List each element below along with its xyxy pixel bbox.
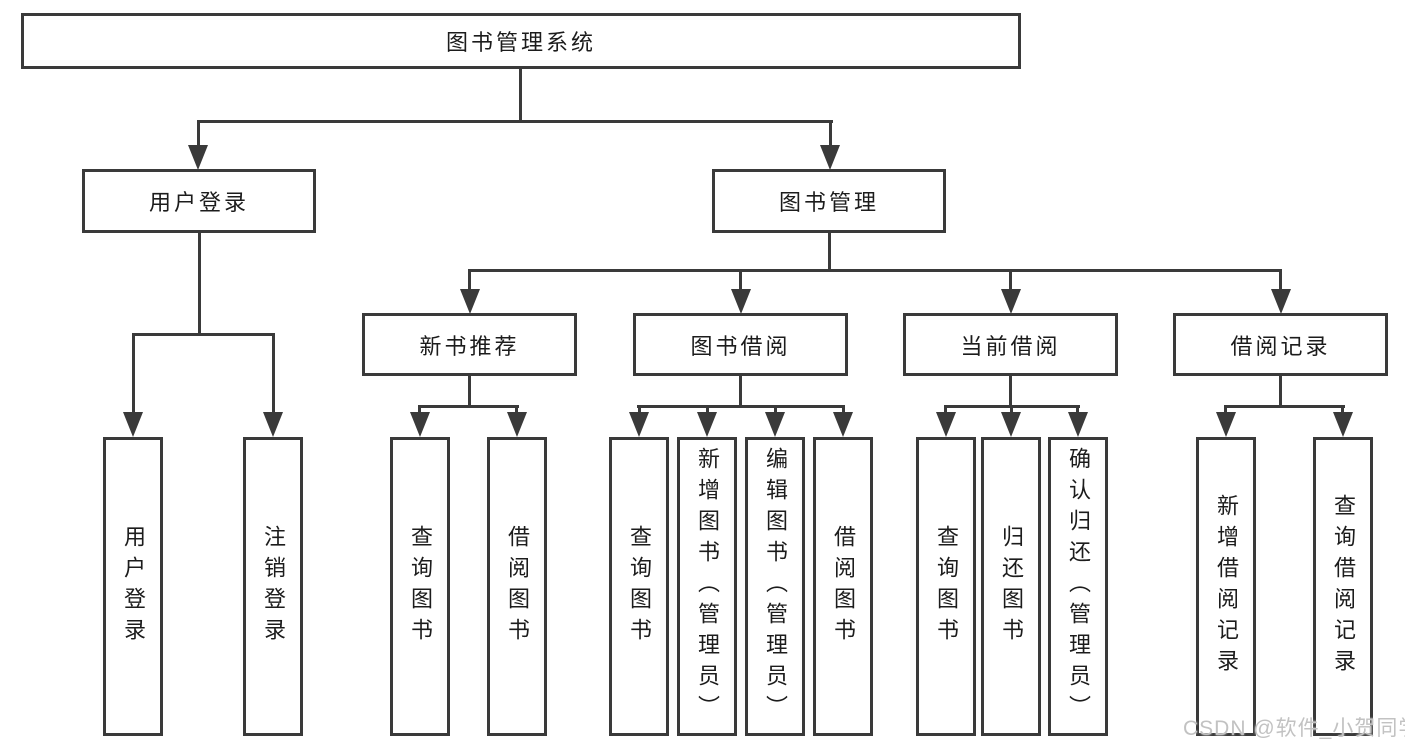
connector-line [638,405,641,415]
leaf-return-books: 归还图书 [981,437,1041,736]
leaf-confirm-return-admin-label: 确认归还（管理员） [1066,447,1091,726]
node-book-management: 图书管理 [712,169,946,233]
leaf-edit-books-admin-label: 编辑图书（管理员） [763,447,788,726]
leaf-query-books-2-label: 查询图书 [627,524,652,649]
arrow-down [1001,412,1021,437]
arrow-down [833,412,853,437]
node-book-borrow: 图书借阅 [633,313,848,376]
node-borrow-records-label: 借阅记录 [1230,333,1331,359]
arrow-down [1333,412,1353,437]
connector-line [197,120,833,123]
node-current-borrow-label: 当前借阅 [960,333,1061,359]
leaf-confirm-return-admin: 确认归还（管理员） [1048,437,1108,736]
connector-line [132,333,135,413]
arrow-down [765,412,785,437]
leaf-return-books-label: 归还图书 [999,524,1024,649]
arrow-down [123,412,143,437]
connector-line [828,232,831,272]
connector-line [829,120,832,148]
node-root-label: 图书管理系统 [445,30,596,55]
connector-line [468,269,471,291]
leaf-borrow-books-2: 借阅图书 [813,437,873,736]
arrow-down [1068,412,1088,437]
node-user-login-label: 用户登录 [148,190,249,215]
connector-line [1224,405,1227,415]
connector-line [515,405,518,415]
arrow-down [188,145,208,170]
leaf-query-books-3: 查询图书 [916,437,976,736]
connector-line [418,405,421,415]
leaf-logout-label: 注销登录 [261,524,286,649]
leaf-borrow-books-1-label: 借阅图书 [505,524,530,649]
connector-line [637,405,845,408]
leaf-edit-books-admin: 编辑图书（管理员） [745,437,805,736]
connector-line [1279,269,1282,291]
node-book-borrow-label: 图书借阅 [690,333,791,359]
arrow-down [697,412,717,437]
leaf-query-books-1-label: 查询图书 [408,524,433,649]
leaf-query-borrow-record: 查询借阅记录 [1313,437,1373,736]
connector-line [1010,405,1013,415]
connector-line [706,405,709,415]
leaf-add-books-admin: 新增图书（管理员） [677,437,737,736]
leaf-add-books-admin-label: 新增图书（管理员） [695,447,720,726]
connector-line [468,269,1282,272]
connector-line [519,68,522,123]
connector-line [1341,405,1344,415]
arrow-down [507,412,527,437]
connector-line [739,375,742,408]
connector-line [418,405,519,408]
connector-line [468,375,471,408]
leaf-query-books-2: 查询图书 [609,437,669,736]
arrow-down [460,289,480,314]
node-root: 图书管理系统 [21,13,1021,69]
leaf-borrow-books-1: 借阅图书 [487,437,547,736]
leaf-logout: 注销登录 [243,437,303,736]
arrow-down [263,412,283,437]
leaf-add-borrow-record-label: 新增借阅记录 [1214,493,1239,680]
node-new-book-recommend: 新书推荐 [362,313,577,376]
leaf-user-login-label: 用户登录 [121,524,146,649]
connector-line [739,269,742,291]
connector-line [197,120,200,148]
connector-line [944,405,947,415]
node-book-management-label: 图书管理 [778,190,879,215]
arrow-down [1001,289,1021,314]
arrow-down [1271,289,1291,314]
node-borrow-records: 借阅记录 [1173,313,1388,376]
connector-line [842,405,845,415]
connector-line [1279,375,1282,408]
leaf-query-borrow-record-label: 查询借阅记录 [1331,493,1356,680]
connector-line [774,405,777,415]
arrow-down [731,289,751,314]
connector-line [1009,269,1012,291]
connector-line [1009,375,1012,408]
arrow-down [410,412,430,437]
csdn-watermark: CSDN @软件_小贺同学 [1183,717,1405,740]
connector-line [1076,405,1079,415]
connector-line [1224,405,1345,408]
connector-line [132,333,275,336]
node-new-book-recommend-label: 新书推荐 [419,333,520,359]
leaf-user-login: 用户登录 [103,437,163,736]
arrow-down [820,145,840,170]
arrow-down [1216,412,1236,437]
leaf-add-borrow-record: 新增借阅记录 [1196,437,1256,736]
leaf-query-books-1: 查询图书 [390,437,450,736]
leaf-query-books-3-label: 查询图书 [934,524,959,649]
connector-line [198,232,201,336]
node-user-login: 用户登录 [82,169,316,233]
node-current-borrow: 当前借阅 [903,313,1118,376]
arrow-down [936,412,956,437]
arrow-down [629,412,649,437]
leaf-borrow-books-2-label: 借阅图书 [831,524,856,649]
connector-line [272,333,275,413]
